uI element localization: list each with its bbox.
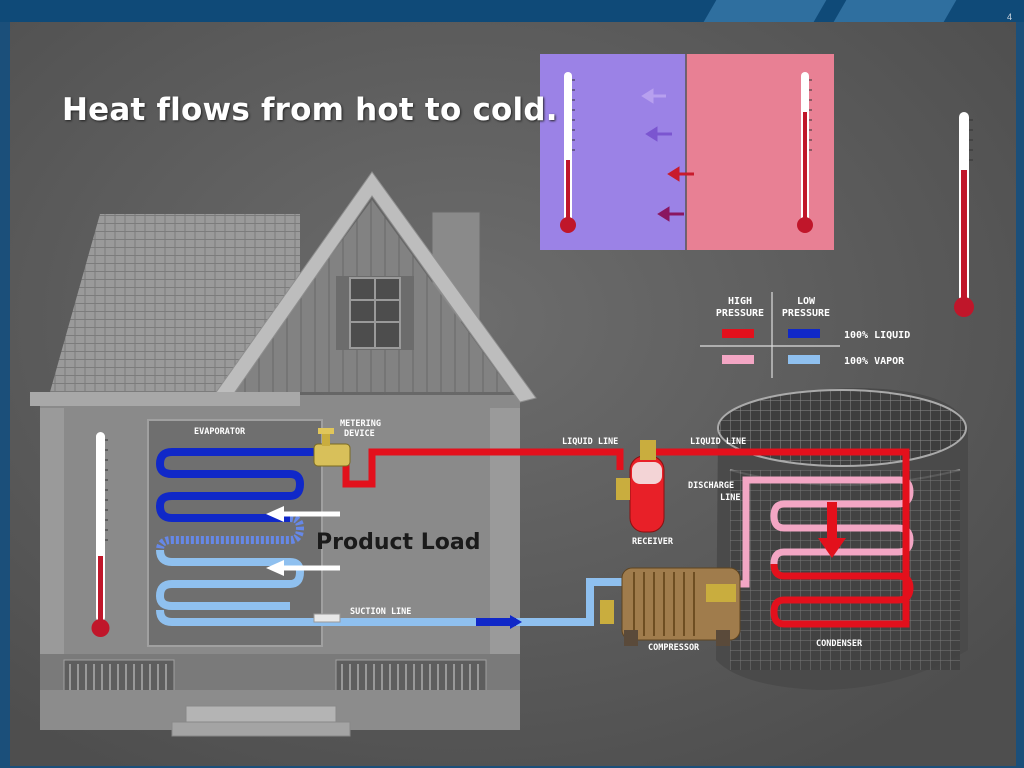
right-thermometer — [954, 112, 974, 317]
label-metering-device-2: DEVICE — [344, 429, 375, 439]
label-discharge-line-2: LINE — [720, 493, 740, 503]
slide-top-bar — [0, 0, 1024, 22]
refrigeration-cycle-diagram: HIGH PRESSURE LOW PRESSURE 100% LIQUID 1… — [10, 22, 1016, 766]
metering-device — [313, 428, 351, 467]
component-labels: EVAPORATOR METERING DEVICE LIQUID LINE L… — [194, 419, 863, 653]
legend-high-pressure-2: PRESSURE — [716, 308, 764, 319]
heat-transfer-panel: HIGH PRESSURE LOW PRESSURE 100% LIQUID 1… — [30, 54, 974, 737]
hot-box — [686, 54, 834, 250]
slide-title: Heat flows from hot to cold. — [62, 92, 558, 128]
label-liquid-line-1: LIQUID LINE — [562, 437, 618, 447]
label-liquid-line-2: LIQUID LINE — [690, 437, 746, 447]
hot-thermometer — [797, 72, 813, 233]
legend-low-pressure: LOW — [797, 296, 816, 307]
label-compressor: COMPRESSOR — [648, 643, 700, 653]
suction-filter — [313, 613, 341, 623]
label-suction-line: SUCTION LINE — [350, 607, 411, 617]
label-condenser: CONDENSER — [816, 639, 863, 649]
page-number: 4 — [1006, 12, 1012, 22]
label-evaporator: EVAPORATOR — [194, 427, 246, 437]
legend-high-pressure: HIGH — [728, 296, 752, 307]
fan-grille — [717, 389, 967, 467]
legend-swatch-high-vapor — [722, 355, 754, 364]
product-load-arrows — [266, 506, 340, 576]
legend-low-pressure-2: PRESSURE — [782, 308, 830, 319]
receiver — [616, 440, 665, 533]
legend-swatch-low-liquid — [788, 329, 820, 338]
label-metering-device: METERING — [340, 419, 381, 429]
evaporator-coil — [155, 448, 626, 629]
eave — [30, 392, 300, 406]
legend-swatch-high-liquid — [722, 329, 754, 338]
diagram-frame: HIGH PRESSURE LOW PRESSURE 100% LIQUID 1… — [10, 22, 1016, 766]
legend-liquid-label: 100% LIQUID — [844, 330, 910, 341]
condenser-coil — [736, 456, 914, 628]
label-product-load: Product Load — [316, 530, 480, 555]
pressure-legend: HIGH PRESSURE LOW PRESSURE 100% LIQUID 1… — [700, 292, 910, 378]
house-thermometer — [91, 432, 110, 637]
top-bar-stripe — [833, 0, 957, 22]
legend-vapor-label: 100% VAPOR — [844, 356, 905, 367]
compressor — [600, 567, 741, 646]
heat-flow-arrows — [641, 88, 694, 222]
cold-thermometer — [560, 72, 576, 233]
label-receiver: RECEIVER — [632, 537, 674, 547]
label-discharge-line: DISCHARGE — [688, 481, 734, 491]
legend-swatch-low-vapor — [788, 355, 820, 364]
house-roof-left — [50, 214, 300, 392]
top-bar-stripe — [703, 0, 827, 22]
